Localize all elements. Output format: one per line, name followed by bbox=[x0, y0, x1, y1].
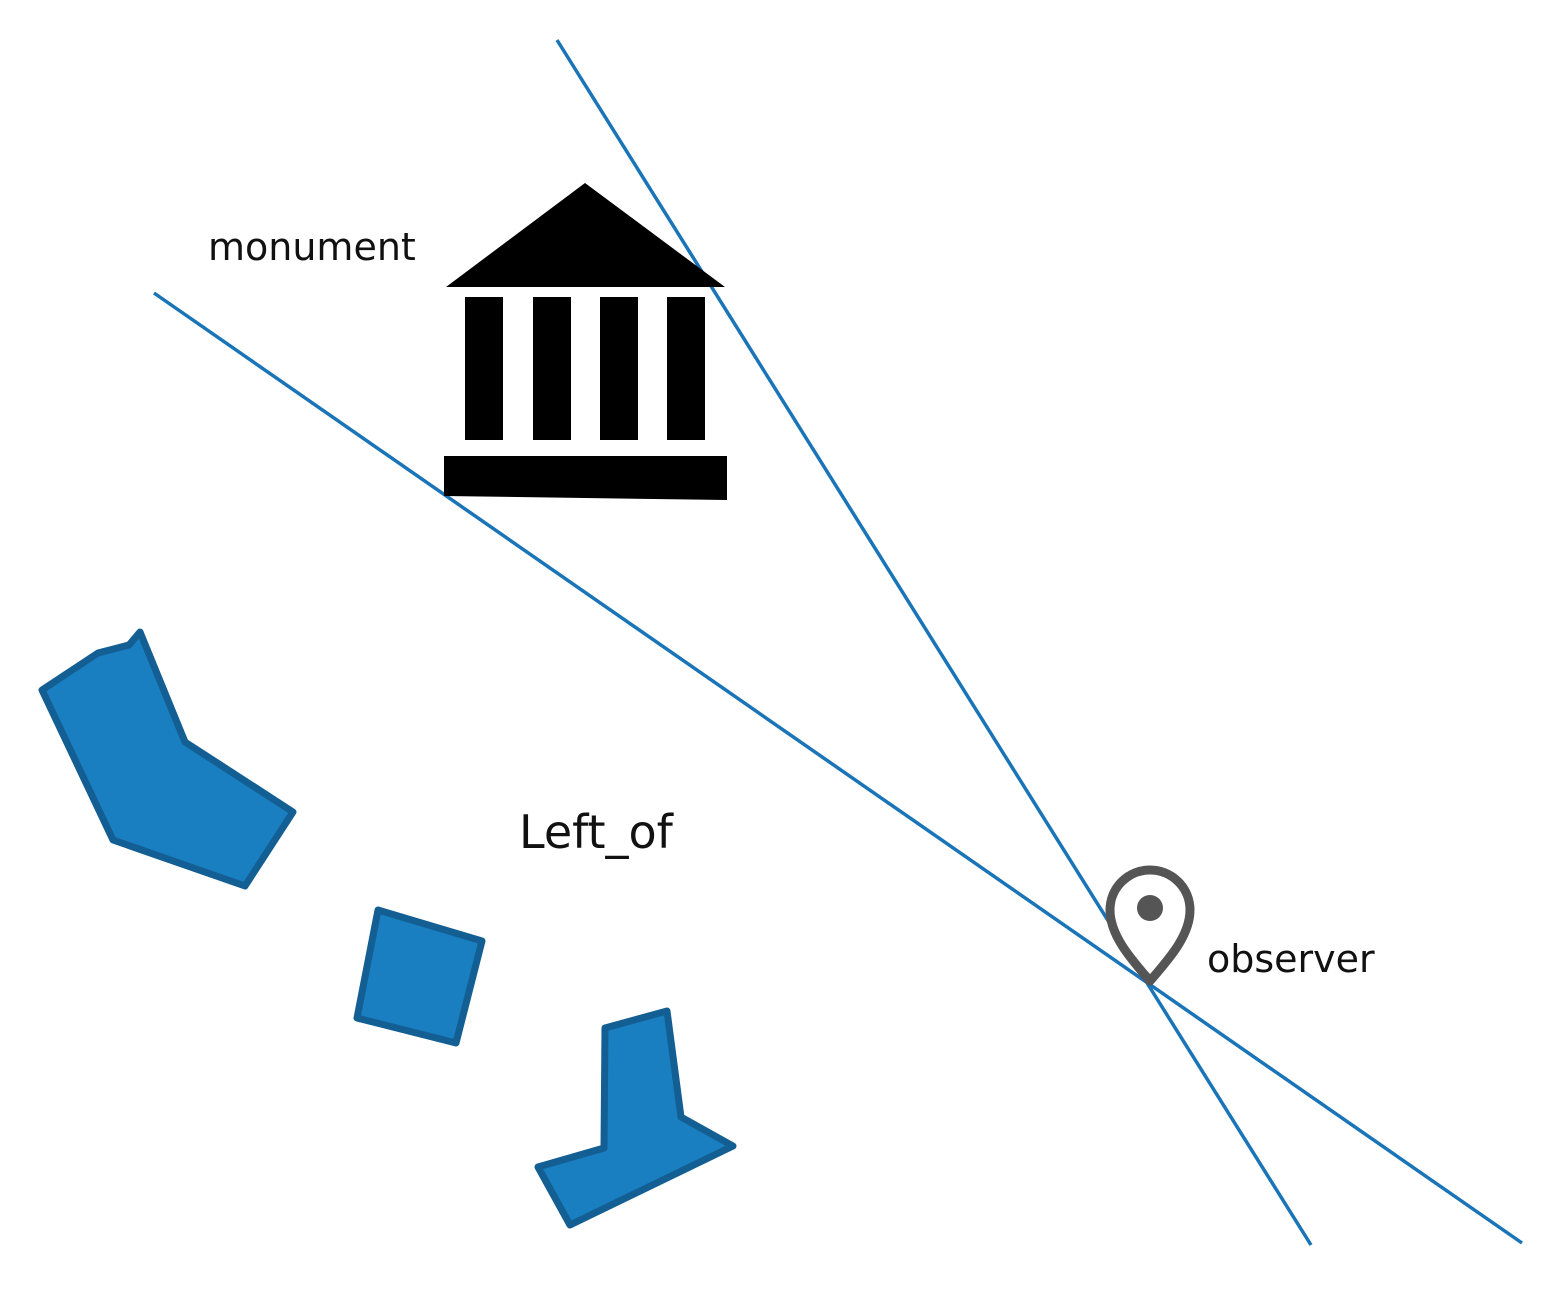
map-pin-icon bbox=[1105, 865, 1195, 986]
building-shape-1 bbox=[38, 628, 297, 890]
building-shape-2 bbox=[353, 906, 486, 1047]
building-shape-3 bbox=[534, 1007, 737, 1229]
museum-icon bbox=[444, 183, 727, 500]
observer-label: observer bbox=[1207, 937, 1375, 981]
sight-line-lower bbox=[153, 291, 1523, 1245]
sight-line-upper bbox=[555, 39, 1313, 1246]
relation-label: Left_of bbox=[519, 805, 675, 859]
monument-label: monument bbox=[208, 225, 416, 269]
